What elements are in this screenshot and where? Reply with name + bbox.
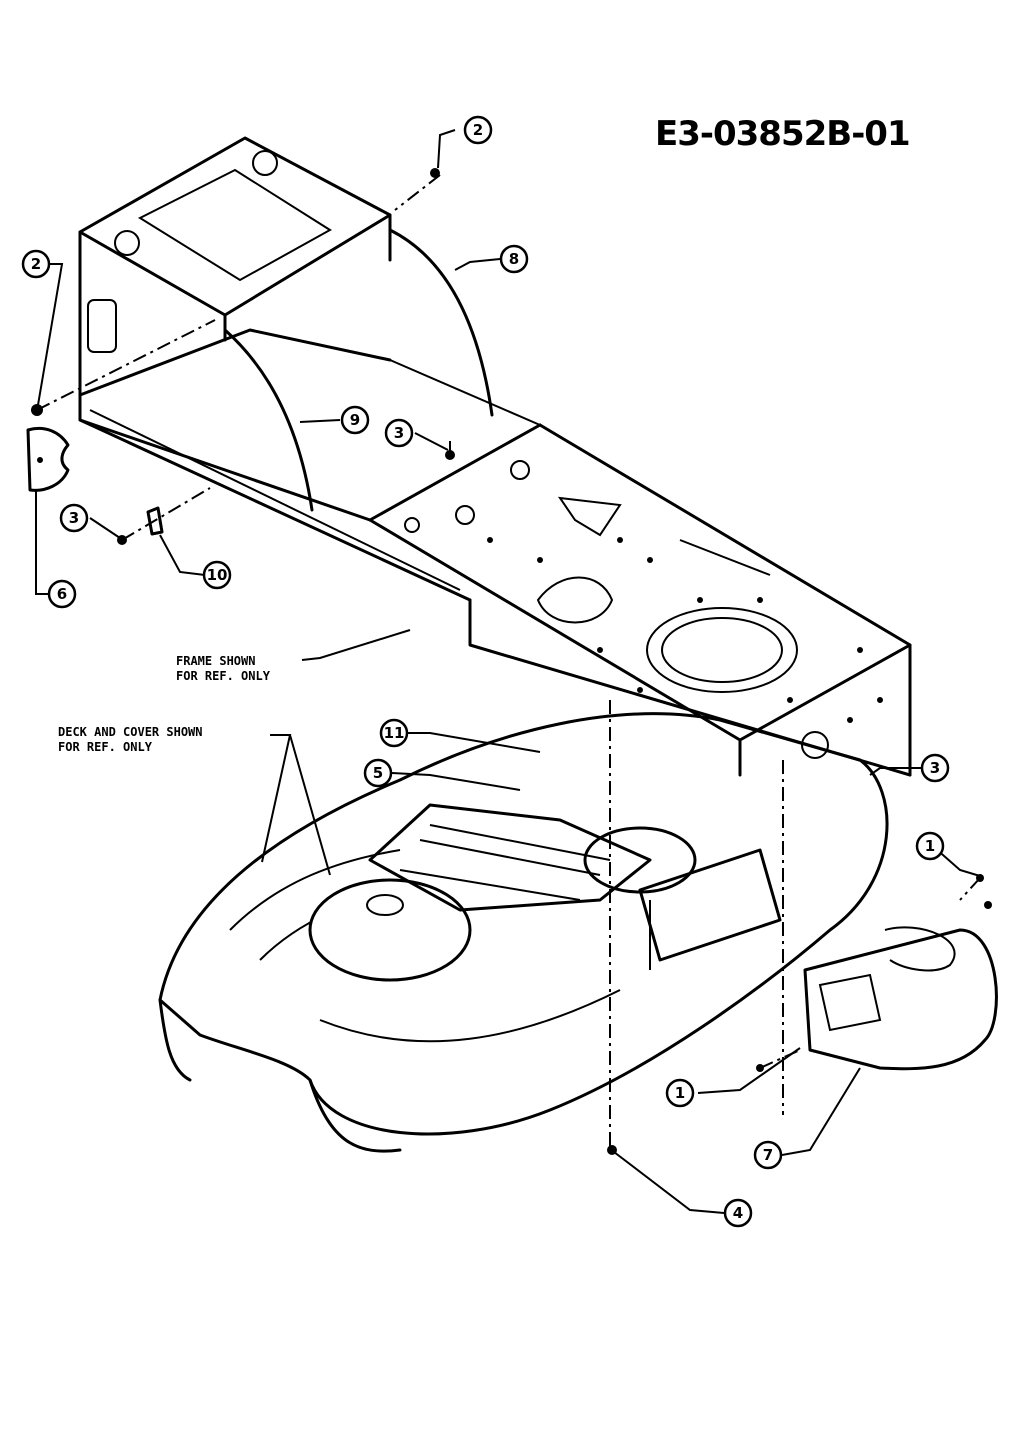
callout-4: 4 [723,1198,753,1228]
svg-text:3: 3 [69,509,79,527]
callout-8: 8 [499,244,529,274]
callout-10: 10 [202,560,232,590]
svg-text:1: 1 [675,1084,685,1102]
callout-5: 5 [363,758,393,788]
frame-note-line1: FRAME SHOWN [176,654,255,668]
bracket-plate [26,426,70,492]
svg-text:8: 8 [509,250,519,268]
svg-text:10: 10 [207,566,228,584]
leader-lines [35,129,981,1214]
svg-text:3: 3 [930,759,940,777]
tractor-frame [78,136,912,777]
bolt-markers [31,168,992,1155]
svg-text:2: 2 [473,121,483,139]
diagram-code: E3-03852B-01 [655,114,910,154]
callout-3-frame: 3 [384,418,414,448]
svg-text:9: 9 [350,411,360,429]
svg-text:5: 5 [373,764,383,782]
svg-text:4: 4 [733,1204,743,1222]
svg-text:3: 3 [394,424,404,442]
svg-text:1: 1 [925,837,935,855]
svg-text:7: 7 [763,1146,773,1164]
callout-3-deck: 3 [920,753,950,783]
callout-11: 11 [379,718,409,748]
deck-note-line2: FOR REF. ONLY [58,740,153,754]
callout-1-bottom: 1 [665,1078,695,1108]
callout-7: 7 [753,1140,783,1170]
callout-6: 6 [47,579,77,609]
deck-note-line1: DECK AND COVER SHOWN [58,725,203,739]
callout-3-left: 3 [59,503,89,533]
callout-9: 9 [340,405,370,435]
bracket-clip [146,506,164,536]
frame-note-line2: FOR REF. ONLY [176,669,271,683]
deck-cover [803,926,998,1071]
svg-text:6: 6 [57,585,67,603]
svg-text:2: 2 [31,255,41,273]
callout-2-left: 2 [21,249,51,279]
assembly-lines [36,174,981,1150]
callout-1-top: 1 [915,831,945,861]
mower-deck [158,712,889,1153]
callout-2-top: 2 [463,115,493,145]
svg-text:11: 11 [384,724,405,742]
